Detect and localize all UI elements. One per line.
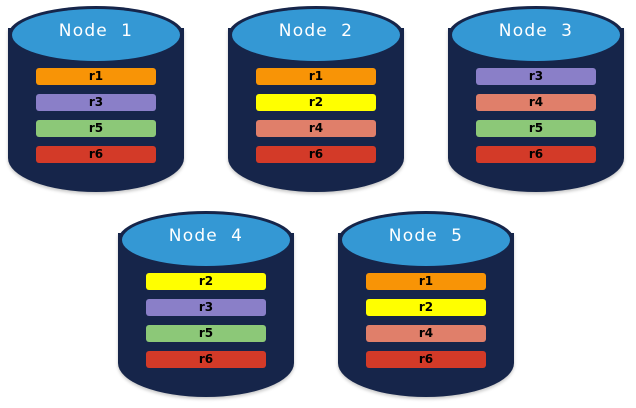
replica-bar-r3[interactable]: r3: [146, 299, 266, 316]
node-label: Node 3: [498, 21, 574, 41]
database-node-4[interactable]: Node 4 r2 r3 r5 r6: [118, 211, 294, 397]
replica-bar-r4[interactable]: r4: [476, 94, 596, 111]
replica-bar-r4[interactable]: r4: [366, 325, 486, 342]
replica-bar-r6[interactable]: r6: [146, 351, 266, 368]
replica-bar-r1[interactable]: r1: [36, 68, 156, 85]
replica-bar-r2[interactable]: r2: [366, 299, 486, 316]
replica-bar-r6[interactable]: r6: [36, 146, 156, 163]
replica-bar-r1[interactable]: r1: [366, 273, 486, 290]
replica-bar-r5[interactable]: r5: [146, 325, 266, 342]
replica-bar-r5[interactable]: r5: [36, 120, 156, 137]
node-top-disc: [232, 9, 400, 61]
replica-bar-r4[interactable]: r4: [256, 120, 376, 137]
replica-bar-r2[interactable]: r2: [256, 94, 376, 111]
node-label: Node 2: [278, 21, 354, 41]
replica-bar-r6[interactable]: r6: [256, 146, 376, 163]
replica-bar-r3[interactable]: r3: [476, 68, 596, 85]
replica-list: r2 r3 r5 r6: [146, 273, 266, 368]
node-top-disc: [12, 9, 180, 61]
replica-list: r1 r2 r4 r6: [366, 273, 486, 368]
replica-list: r1 r2 r4 r6: [256, 68, 376, 163]
database-node-5[interactable]: Node 5 r1 r2 r4 r6: [338, 211, 514, 397]
replica-list: r1 r3 r5 r6: [36, 68, 156, 163]
node-top-disc: [122, 214, 290, 266]
replica-bar-r1[interactable]: r1: [256, 68, 376, 85]
replica-bar-r2[interactable]: r2: [146, 273, 266, 290]
node-label: Node 5: [388, 226, 464, 246]
replica-bar-r6[interactable]: r6: [366, 351, 486, 368]
replica-bar-r5[interactable]: r5: [476, 120, 596, 137]
node-top-disc: [342, 214, 510, 266]
database-node-3[interactable]: Node 3 r3 r4 r5 r6: [448, 6, 624, 192]
database-node-2[interactable]: Node 2 r1 r2 r4 r6: [228, 6, 404, 192]
node-label: Node 1: [58, 21, 134, 41]
replica-list: r3 r4 r5 r6: [476, 68, 596, 163]
node-top-disc: [452, 9, 620, 61]
database-node-1[interactable]: Node 1 r1 r3 r5 r6: [8, 6, 184, 192]
replica-bar-r3[interactable]: r3: [36, 94, 156, 111]
node-label: Node 4: [168, 226, 244, 246]
replica-bar-r6[interactable]: r6: [476, 146, 596, 163]
